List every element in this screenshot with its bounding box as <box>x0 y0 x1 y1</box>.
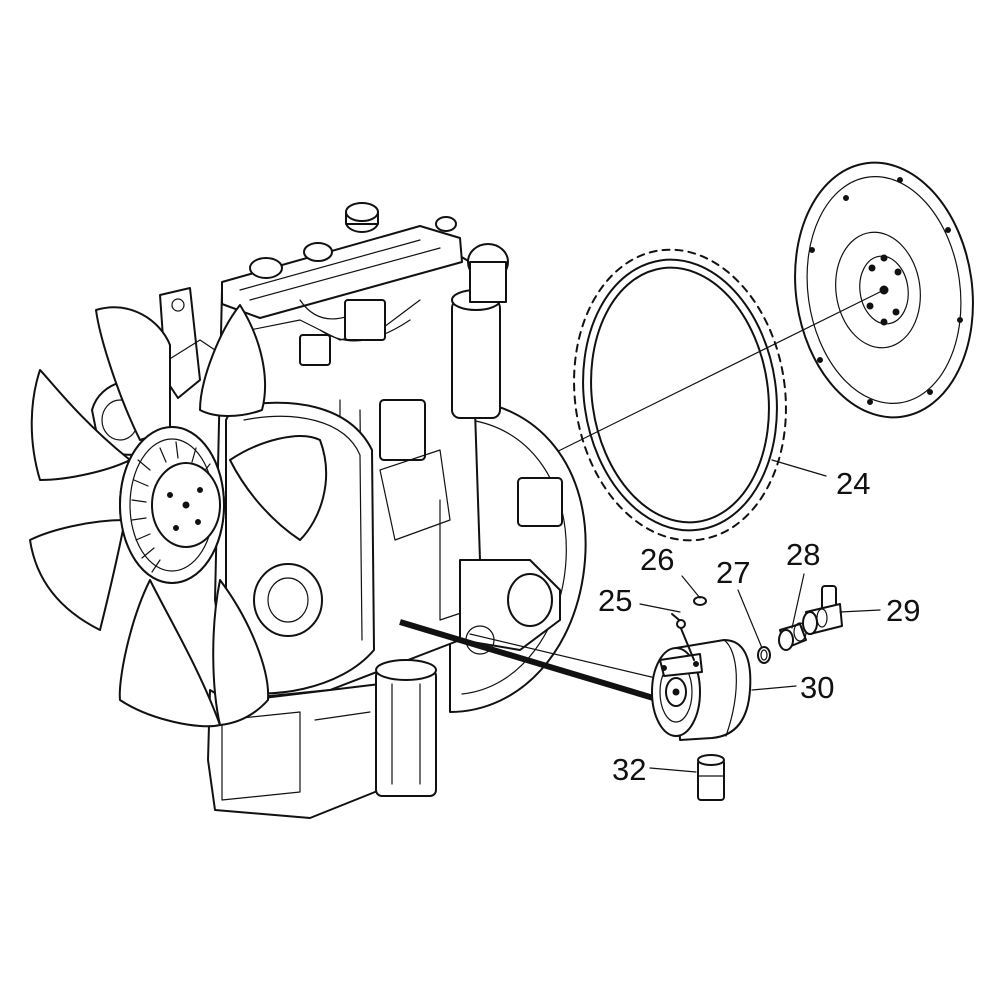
alignment-line <box>519 289 885 471</box>
callout-32: 32 <box>612 752 646 787</box>
fitting <box>778 622 807 651</box>
callout-24: 24 <box>836 466 870 501</box>
washer <box>693 596 707 606</box>
callout-25: 25 <box>598 583 632 618</box>
engine-assembly <box>91 202 587 819</box>
adapter <box>697 754 725 801</box>
callout-28: 28 <box>786 537 820 572</box>
ring-gear <box>573 248 787 542</box>
callout-29: 29 <box>886 593 920 628</box>
callout-30: 30 <box>800 670 834 705</box>
callout-26: 26 <box>640 542 674 577</box>
mounting-alignment-line <box>399 619 661 703</box>
o-ring <box>757 646 771 664</box>
callout-leaders <box>639 459 881 773</box>
hydraulic-pump <box>651 639 752 741</box>
cooling-fan <box>29 304 328 728</box>
callout-27: 27 <box>716 555 750 590</box>
bolt <box>671 613 695 661</box>
elbow-fitting <box>802 585 843 635</box>
